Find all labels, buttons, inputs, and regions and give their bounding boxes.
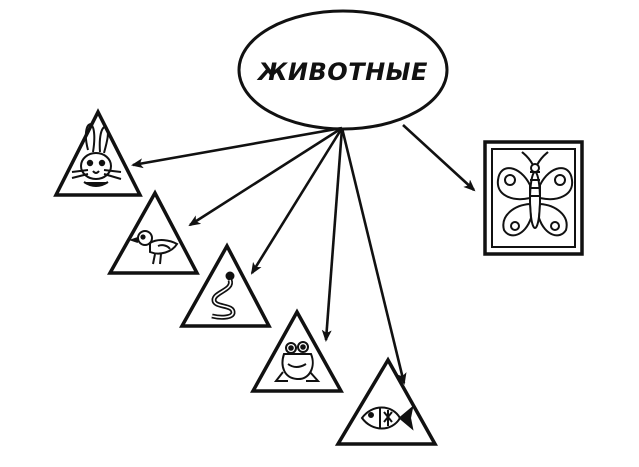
arrow-to-worm: [250, 127, 344, 275]
fish-icon: [360, 405, 414, 431]
arrow-to-rabbit: [131, 126, 343, 169]
triangle-frame: [334, 356, 438, 446]
arrow-to-butterfly: [402, 124, 476, 192]
category-fish: [334, 356, 438, 446]
category-rabbit: [53, 108, 143, 197]
worm-icon: [211, 271, 236, 320]
category-worm: [179, 242, 272, 328]
triangle-frame: [107, 189, 200, 275]
triangle-frame: [179, 242, 272, 328]
category-frog: [250, 308, 344, 393]
arrow-to-bird: [188, 126, 343, 227]
arrow-to-frog: [321, 127, 344, 342]
arrows: [131, 124, 476, 385]
rabbit-icon: [71, 122, 122, 187]
arrow-to-fish: [340, 127, 407, 385]
square-inner-frame: [491, 148, 576, 248]
category-bird: [107, 189, 200, 275]
center-label: ЖИВОТНЫЕ: [256, 58, 428, 86]
center-node: ЖИВОТНЫЕ: [237, 9, 449, 131]
bird-icon: [128, 230, 179, 265]
butterfly-icon: [496, 151, 574, 237]
category-butterfly: [483, 140, 584, 256]
triangle-frame: [250, 308, 344, 393]
frog-icon: [273, 341, 321, 382]
